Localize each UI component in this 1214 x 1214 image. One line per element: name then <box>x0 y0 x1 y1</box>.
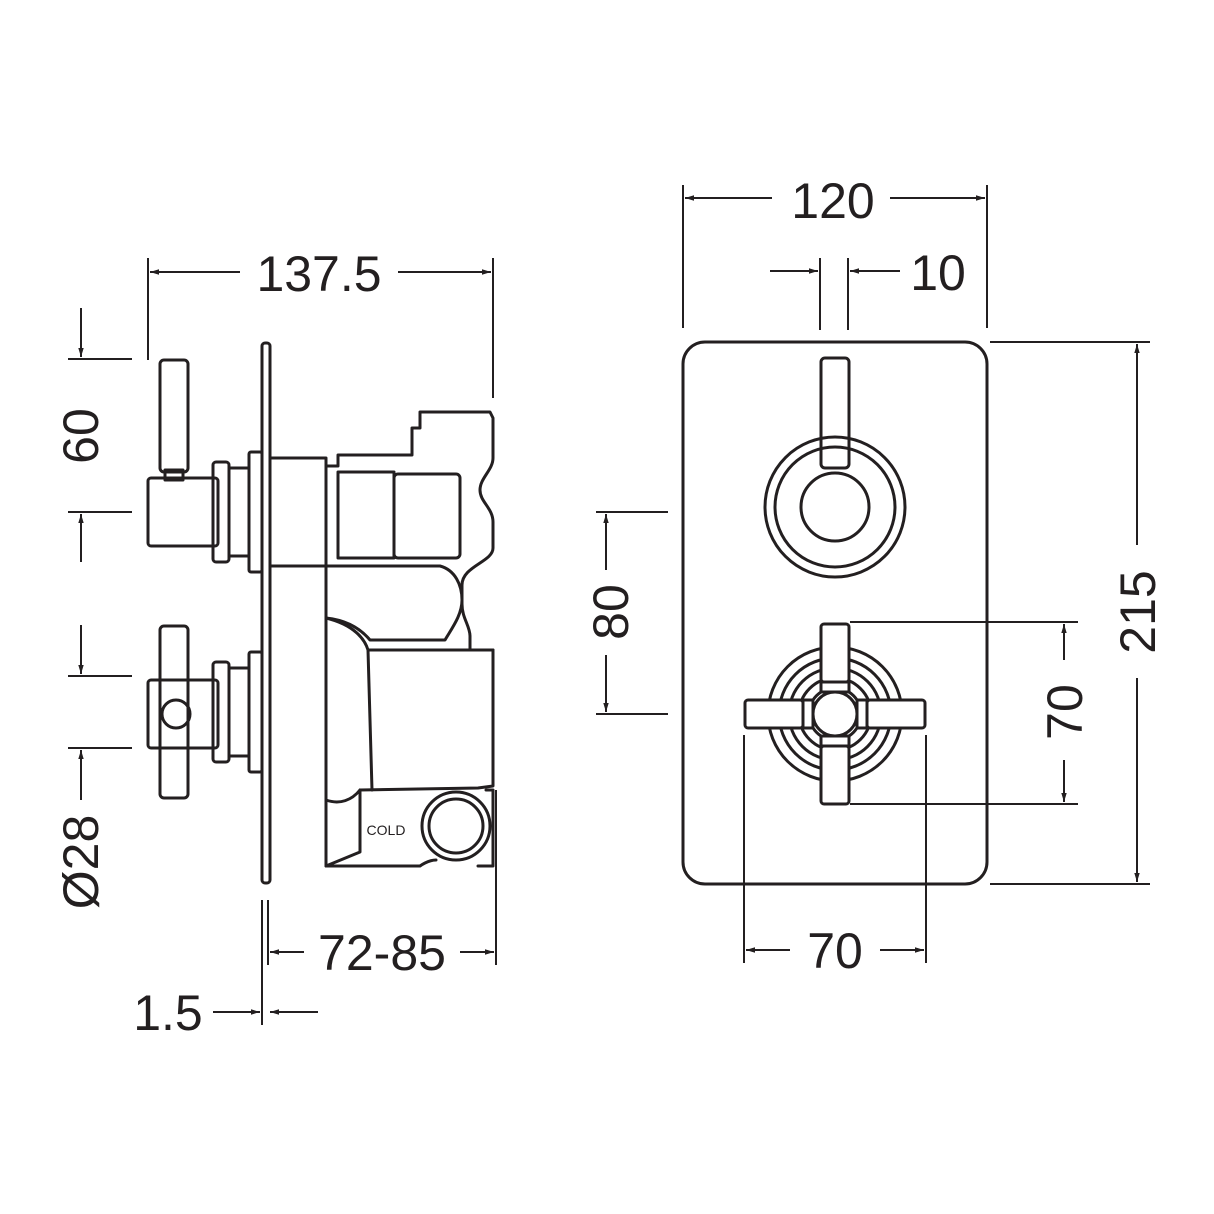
cold-label: COLD <box>367 822 406 838</box>
dimension-cross-width: 70 <box>743 735 927 979</box>
handle-spacing-label: 80 <box>583 584 639 640</box>
plate-thickness-label: 1.5 <box>133 985 203 1041</box>
dimension-plate-height: 215 <box>990 341 1166 885</box>
dimension-projection-range: 72-85 <box>267 790 497 981</box>
lever-handle-side <box>146 358 328 574</box>
lever-height-label: 60 <box>53 408 109 464</box>
dimension-overall-depth: 137.5 <box>147 246 494 398</box>
projection-range-label: 72-85 <box>318 925 446 981</box>
cross-handle-side <box>146 624 264 800</box>
lever-width-label: 10 <box>910 245 966 301</box>
dimension-plate-thickness: 1.5 <box>133 900 318 1041</box>
plate-width-label: 120 <box>791 173 874 229</box>
face-plate <box>681 340 989 886</box>
plate-height-label: 215 <box>1110 570 1166 653</box>
lever-handle-front <box>763 356 907 579</box>
front-view: 120 10 215 80 <box>583 173 1166 979</box>
dimension-handle-diameter: Ø28 <box>53 625 132 909</box>
valve-body <box>324 410 495 868</box>
cold-outlet: COLD <box>367 788 495 868</box>
cross-height-label: 70 <box>1037 684 1093 740</box>
dimension-handle-spacing: 80 <box>583 511 668 715</box>
cross-width-label: 70 <box>807 923 863 979</box>
handle-diameter-label: Ø28 <box>53 815 109 910</box>
dimension-cross-height: 70 <box>850 621 1093 805</box>
cross-handle-front <box>743 622 927 806</box>
wall-plate <box>260 341 272 885</box>
side-view: 137.5 60 Ø28 72-85 <box>53 246 497 1041</box>
dimension-plate-width: 120 <box>682 173 988 328</box>
dimension-lever-height: 60 <box>53 308 132 562</box>
overall-depth-label: 137.5 <box>256 246 381 302</box>
dimension-lever-width: 10 <box>770 245 966 330</box>
